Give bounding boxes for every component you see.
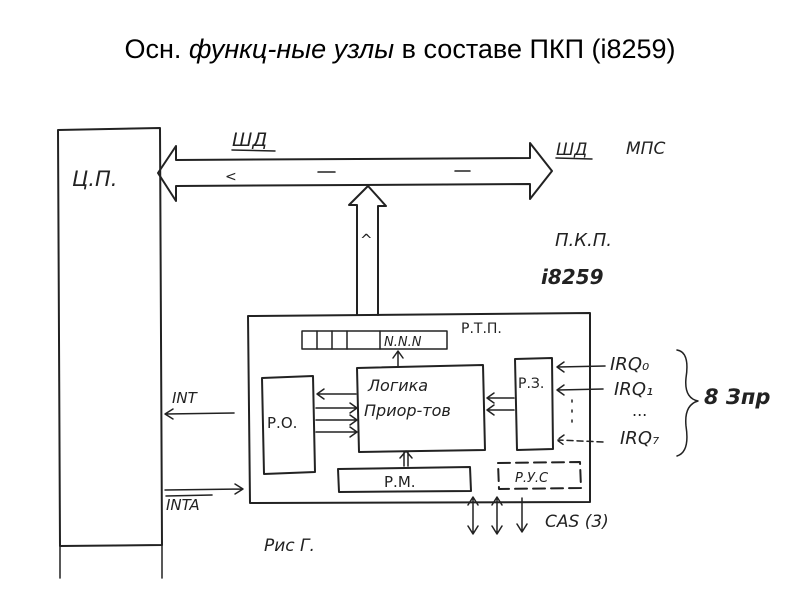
priority-logic-block [356, 364, 486, 453]
title-prefix: Осн. [124, 34, 189, 64]
bus-right-label: ШД [556, 140, 587, 160]
irq7-label: IRQ₇ [620, 428, 660, 449]
irq-brace [676, 349, 699, 457]
pic-to-bus-arrow: ^ [348, 185, 387, 316]
cpu-block: Ц.П. [57, 127, 163, 579]
brace-label: 8 Зпр [704, 385, 770, 409]
rz-register [514, 357, 554, 451]
logic-label-2: Приор-тов [364, 401, 451, 420]
bus-right-suffix: МПС [626, 139, 665, 159]
inta-signal: INTA [164, 483, 244, 514]
title-italic: функц-ные узлы [188, 34, 395, 64]
slide-title: Осн. функц-ные узлы в составе ПКП (i8259… [0, 34, 800, 65]
irq1-label: IRQ₁ [614, 379, 653, 400]
pic-block [247, 312, 591, 504]
logic-label-1: Логика [367, 376, 428, 395]
ruc-label: Р.У.С [515, 471, 549, 486]
rtp-label: Р.Т.П. [461, 321, 502, 337]
irq-inputs: IRQ₀ IRQ₁ ... IRQ₇ 8 Зпр [556, 349, 770, 457]
bus-left-label: ШД [232, 129, 267, 151]
irq0-label: IRQ₀ [610, 354, 649, 375]
cpu-label: Ц.П. [72, 167, 117, 191]
cas-lines: CAS (3) [467, 496, 609, 535]
ruc-register [497, 461, 582, 490]
up-arrow-mark: ^ [360, 231, 373, 249]
data-bus-arrow: < ШД ШД МПС [157, 129, 665, 202]
int-signal: INT [164, 389, 235, 420]
rm-register [337, 466, 472, 493]
rm-label: Р.М. [384, 473, 416, 491]
inta-label: INTA [166, 496, 200, 514]
rtp-register: N.N.N Р.Т.П. [301, 321, 502, 350]
pic-label-1: П.К.П. [555, 230, 612, 251]
rz-label: Р.З. [518, 376, 544, 392]
ro-label: Р.О. [267, 414, 297, 432]
irq-dots: ... [632, 401, 647, 420]
cas-label: CAS (3) [545, 512, 609, 532]
pic-label-2: i8259 [541, 265, 604, 289]
int-label: INT [172, 389, 199, 407]
figure-caption: Рис Г. [264, 536, 315, 556]
title-suffix: в составе ПКП (i8259) [394, 34, 676, 64]
bus-inner-mark: < [225, 169, 237, 185]
ro-register [261, 375, 316, 475]
nnn-label: N.N.N [384, 335, 422, 350]
